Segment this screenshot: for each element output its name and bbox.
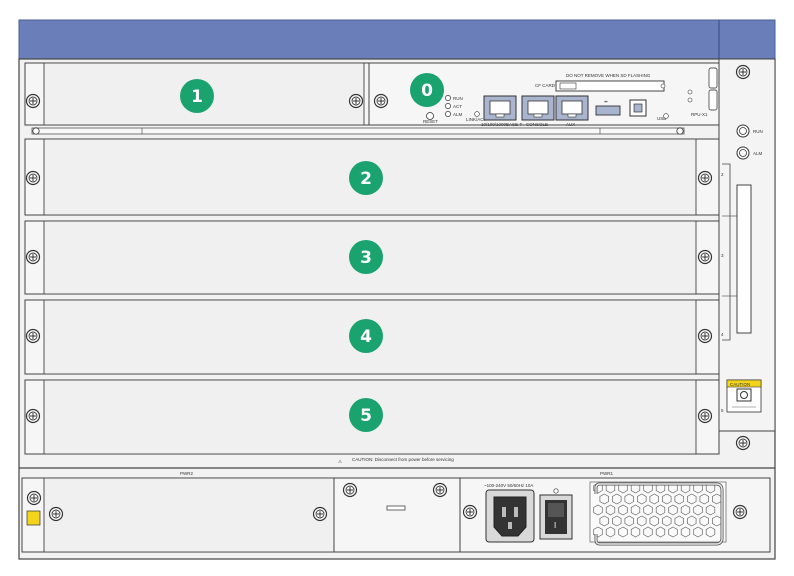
reset-button xyxy=(426,112,434,120)
slot-4-badge xyxy=(349,319,383,353)
vent-hole xyxy=(680,526,691,538)
vent-hole xyxy=(699,493,709,505)
vent-hole xyxy=(649,515,659,527)
warning-sticker xyxy=(26,510,41,526)
side-slot-mark-2: 2 xyxy=(721,172,724,177)
vent-hole xyxy=(637,515,647,527)
pwr-middle-blank xyxy=(333,477,461,553)
led-act-label: ACT xyxy=(453,104,462,109)
caution-text: CAUTION xyxy=(730,382,750,387)
slot-5-badge xyxy=(349,398,383,432)
reset-label: RESET xyxy=(423,119,438,124)
port-console xyxy=(521,95,555,121)
power-warning-text: CAUTION: Disconnect from power before se… xyxy=(352,457,454,462)
vent-hole xyxy=(637,493,647,505)
slot-0-label: 0 xyxy=(421,81,433,101)
port-console-label: CONSOLE xyxy=(526,122,548,127)
link-act-label: LINK/ACT xyxy=(466,117,487,122)
vent-hole xyxy=(668,526,678,538)
run-led xyxy=(736,124,750,138)
slot-2-badge xyxy=(349,161,383,195)
power-warning: ⚠ CAUTION: Disconnect from power before … xyxy=(338,457,454,464)
vent-hole xyxy=(612,493,622,505)
vent-hole xyxy=(662,493,672,505)
vent-hole xyxy=(674,493,684,505)
vent-hole xyxy=(630,504,641,516)
vent-hole xyxy=(605,526,616,538)
pwr2-label: PWR2 xyxy=(180,471,193,476)
vent-hole xyxy=(674,515,684,527)
slot-3-label: 3 xyxy=(360,248,372,268)
slot-1-label: 1 xyxy=(191,87,203,107)
usb-symbol: ⇴ xyxy=(604,99,608,104)
vent-hole xyxy=(693,526,703,538)
vent-hole xyxy=(655,504,666,516)
alm-led xyxy=(736,146,750,160)
vent-hole xyxy=(668,504,678,516)
mpu-slot-header: DO NOT REMOVE WHEN SD FLASHING xyxy=(566,73,651,78)
caution-label: CAUTION xyxy=(726,379,762,413)
vent-hole xyxy=(649,493,659,505)
vent-hole xyxy=(618,526,628,538)
port-aux xyxy=(555,95,589,121)
slot-0-badge xyxy=(410,73,444,107)
pwr1-label: PWR1 xyxy=(600,471,613,476)
vent-hole xyxy=(612,515,622,527)
port-ethernet xyxy=(483,95,517,121)
vent-hole xyxy=(593,504,603,516)
vent-hole xyxy=(599,493,609,505)
side-slot-mark-4: 4 xyxy=(721,332,724,337)
usb-port-a xyxy=(595,105,621,116)
power-switch: I xyxy=(539,494,573,540)
vent-hole xyxy=(705,504,716,516)
slot-4-label: 4 xyxy=(360,327,372,347)
mpu-model-label: RPU-X1 xyxy=(691,112,708,117)
vent-hole xyxy=(699,515,709,527)
vent-hole xyxy=(624,515,634,527)
vent-hole xyxy=(593,526,603,538)
vent-hole xyxy=(680,504,691,516)
top-bar xyxy=(18,19,776,60)
port-ethernet-label: 10/100/1000BASE-T xyxy=(481,122,523,127)
side-slot-mark-3: 3 xyxy=(721,253,724,258)
vent-hole xyxy=(662,515,672,527)
psu-handle xyxy=(594,482,724,546)
vent-hole xyxy=(687,515,697,527)
slot-number-badges: 1 0 2 3 4 5 xyxy=(180,73,444,432)
cf-card-label: CF CARD xyxy=(535,83,556,88)
vent-hole xyxy=(605,504,616,516)
alm-label: ALM xyxy=(753,151,763,156)
vent-hole xyxy=(655,526,666,538)
pwr2-slot xyxy=(21,477,335,553)
vent-hole xyxy=(643,504,653,516)
vent-hole xyxy=(624,493,634,505)
slot-2-label: 2 xyxy=(360,169,372,189)
svg-text:⚠: ⚠ xyxy=(338,459,343,464)
side-handle xyxy=(736,184,752,334)
vent-hole xyxy=(687,493,697,505)
power-rating-label: ~100-240V 50/60Hz 10A xyxy=(484,483,533,488)
vent-hole xyxy=(599,515,609,527)
slot-3-badge xyxy=(349,240,383,274)
svg-text:I: I xyxy=(554,521,556,530)
ac-inlet xyxy=(485,489,535,543)
run-label: RUN xyxy=(753,129,763,134)
usb-label: USB xyxy=(657,116,666,121)
led-alm-label: ALM xyxy=(453,112,463,117)
port-aux-label: AUX xyxy=(566,122,575,127)
vent-hole xyxy=(618,504,628,516)
ventilation-grille xyxy=(589,481,727,543)
side-slot-mark-5: 5 xyxy=(721,408,724,413)
slot-1-badge xyxy=(180,79,214,113)
vent-hole xyxy=(693,504,703,516)
vent-hole xyxy=(643,526,653,538)
led-run-label: RUN xyxy=(453,96,463,101)
slot-5-label: 5 xyxy=(360,406,372,426)
vent-hole xyxy=(705,526,716,538)
pwr1-power-supply: ~100-240V 50/60Hz 10A I xyxy=(459,477,771,553)
vent-hole xyxy=(630,526,641,538)
right-side-panel: RUN ALM 2 3 4 5 CAUTION xyxy=(718,58,776,451)
